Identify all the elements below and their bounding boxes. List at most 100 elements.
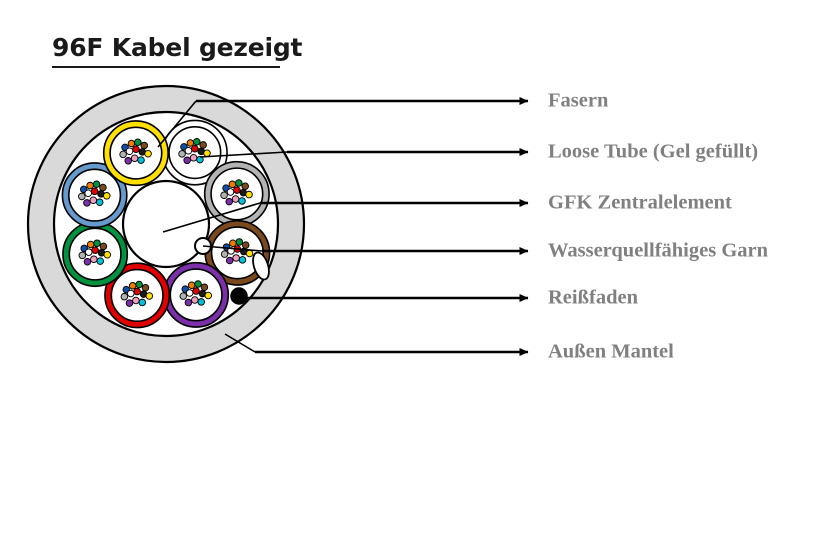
fiber-dot xyxy=(141,283,150,292)
fiber-dot xyxy=(191,296,199,304)
fiber-dot xyxy=(192,287,200,295)
callout-loose-tube-label: Loose Tube (Gel gefüllt) xyxy=(548,140,759,163)
fiber-dot xyxy=(235,238,244,246)
fiber-dot xyxy=(199,141,207,149)
loose-tube-red xyxy=(104,262,171,329)
fiber-dot xyxy=(128,282,137,290)
fiber-dot xyxy=(186,139,195,147)
callout-garn-leader-stub xyxy=(202,245,263,252)
callout-aussen-mantel-label: Außen Mantel xyxy=(548,340,674,363)
fiber-dot xyxy=(86,181,94,190)
fiber-dot xyxy=(133,287,141,296)
callout-fasern-leader-stub xyxy=(157,100,197,148)
tube-outer-outline xyxy=(61,162,128,229)
fiber-dot xyxy=(78,251,87,260)
fiber-dot xyxy=(84,248,93,256)
fiber-dot xyxy=(184,146,193,155)
fiber-dot xyxy=(203,149,211,157)
fiber-dot xyxy=(125,147,134,155)
fiber-dot xyxy=(120,292,129,301)
fiber-dot xyxy=(220,250,229,258)
callout-gfk-leader-stub xyxy=(162,202,261,233)
fiber-dot xyxy=(84,189,92,197)
fiber-dot xyxy=(187,281,196,290)
tube-bore xyxy=(210,167,264,221)
callout-garn-label: Wasserquellfähiges Garn xyxy=(548,239,769,262)
page-title: 96F Kabel gezeigt xyxy=(52,33,303,62)
fiber-dot xyxy=(144,150,152,158)
loose-tube-green xyxy=(62,221,129,288)
fiber-dot xyxy=(92,180,101,189)
fiber-dot xyxy=(134,138,142,146)
loose-tube-brown xyxy=(204,219,271,286)
fiber-dot xyxy=(196,155,204,164)
tube-bore xyxy=(169,268,223,322)
fiber-dot xyxy=(86,240,95,249)
fiber-dot xyxy=(127,289,135,298)
fiber-dot xyxy=(132,296,140,305)
title-underline xyxy=(52,66,280,68)
callout-reissfaden-label: Reißfaden xyxy=(548,286,638,309)
fiber-dot xyxy=(130,154,139,162)
fiber-dot xyxy=(138,298,147,307)
fiber-dot xyxy=(228,180,237,189)
fiber-dot xyxy=(225,197,233,206)
fiber-dot xyxy=(124,157,132,165)
fiber-dot xyxy=(132,145,140,154)
fiber-dot xyxy=(78,192,86,201)
fiber-dot xyxy=(96,257,104,265)
fiber-dot xyxy=(127,139,136,148)
tube-bore xyxy=(168,126,222,180)
fiber-dot xyxy=(189,153,198,162)
tube-bore xyxy=(68,227,122,281)
fiber-dot xyxy=(232,254,240,262)
fiber-dot xyxy=(241,182,249,190)
loose-tube-violet xyxy=(163,261,230,328)
fiber-dot xyxy=(89,196,98,205)
tube-bore xyxy=(109,126,163,180)
water-swellable-yarn-ellipse xyxy=(252,251,270,281)
fiber-dot xyxy=(184,298,193,307)
fiber-dot xyxy=(204,291,212,300)
fiber-dot xyxy=(229,239,237,247)
callout-aussen-mantel-leader-stub xyxy=(224,333,256,353)
fiber-dot xyxy=(194,280,202,288)
tube-bore xyxy=(210,226,264,280)
fiber-dot xyxy=(245,190,253,199)
fiber-dot xyxy=(178,150,186,158)
fiber-dot xyxy=(191,145,199,153)
fiber-dot xyxy=(233,186,241,194)
fiber-dot xyxy=(119,150,127,159)
callout-fasern-label: Fasern xyxy=(548,89,609,112)
tube-wall xyxy=(103,120,169,186)
fiber-dot xyxy=(245,249,254,258)
tube-bore xyxy=(110,268,164,322)
fiber-dot xyxy=(103,250,112,259)
callout-loose-tube-leader-stub xyxy=(199,151,288,158)
loose-tube-white xyxy=(161,119,228,186)
tube-outer-outline xyxy=(102,120,169,187)
fiber-dot xyxy=(135,280,143,289)
fiber-dot xyxy=(183,156,191,165)
fiber-dot xyxy=(90,255,98,263)
fiber-dot xyxy=(125,299,134,307)
fiber-dot xyxy=(99,242,108,251)
fiber-dot xyxy=(185,289,194,297)
fiber-dot xyxy=(200,283,209,291)
tube-outer-outline xyxy=(104,262,171,329)
fiber-dot xyxy=(179,292,188,300)
fiber-dot xyxy=(90,187,99,196)
fiber-dot xyxy=(226,188,235,196)
fiber-dot xyxy=(238,256,247,264)
fiber-dot xyxy=(95,198,104,206)
fiber-dot xyxy=(238,197,246,205)
fiber-dot xyxy=(83,258,92,266)
fiber-dot xyxy=(93,239,101,247)
tube-wall xyxy=(104,263,170,328)
fiber-dot xyxy=(140,141,148,150)
tube-bore xyxy=(68,168,122,222)
fiber-dot xyxy=(220,191,228,199)
callout-gfk-label: GFK Zentralelement xyxy=(548,191,732,214)
